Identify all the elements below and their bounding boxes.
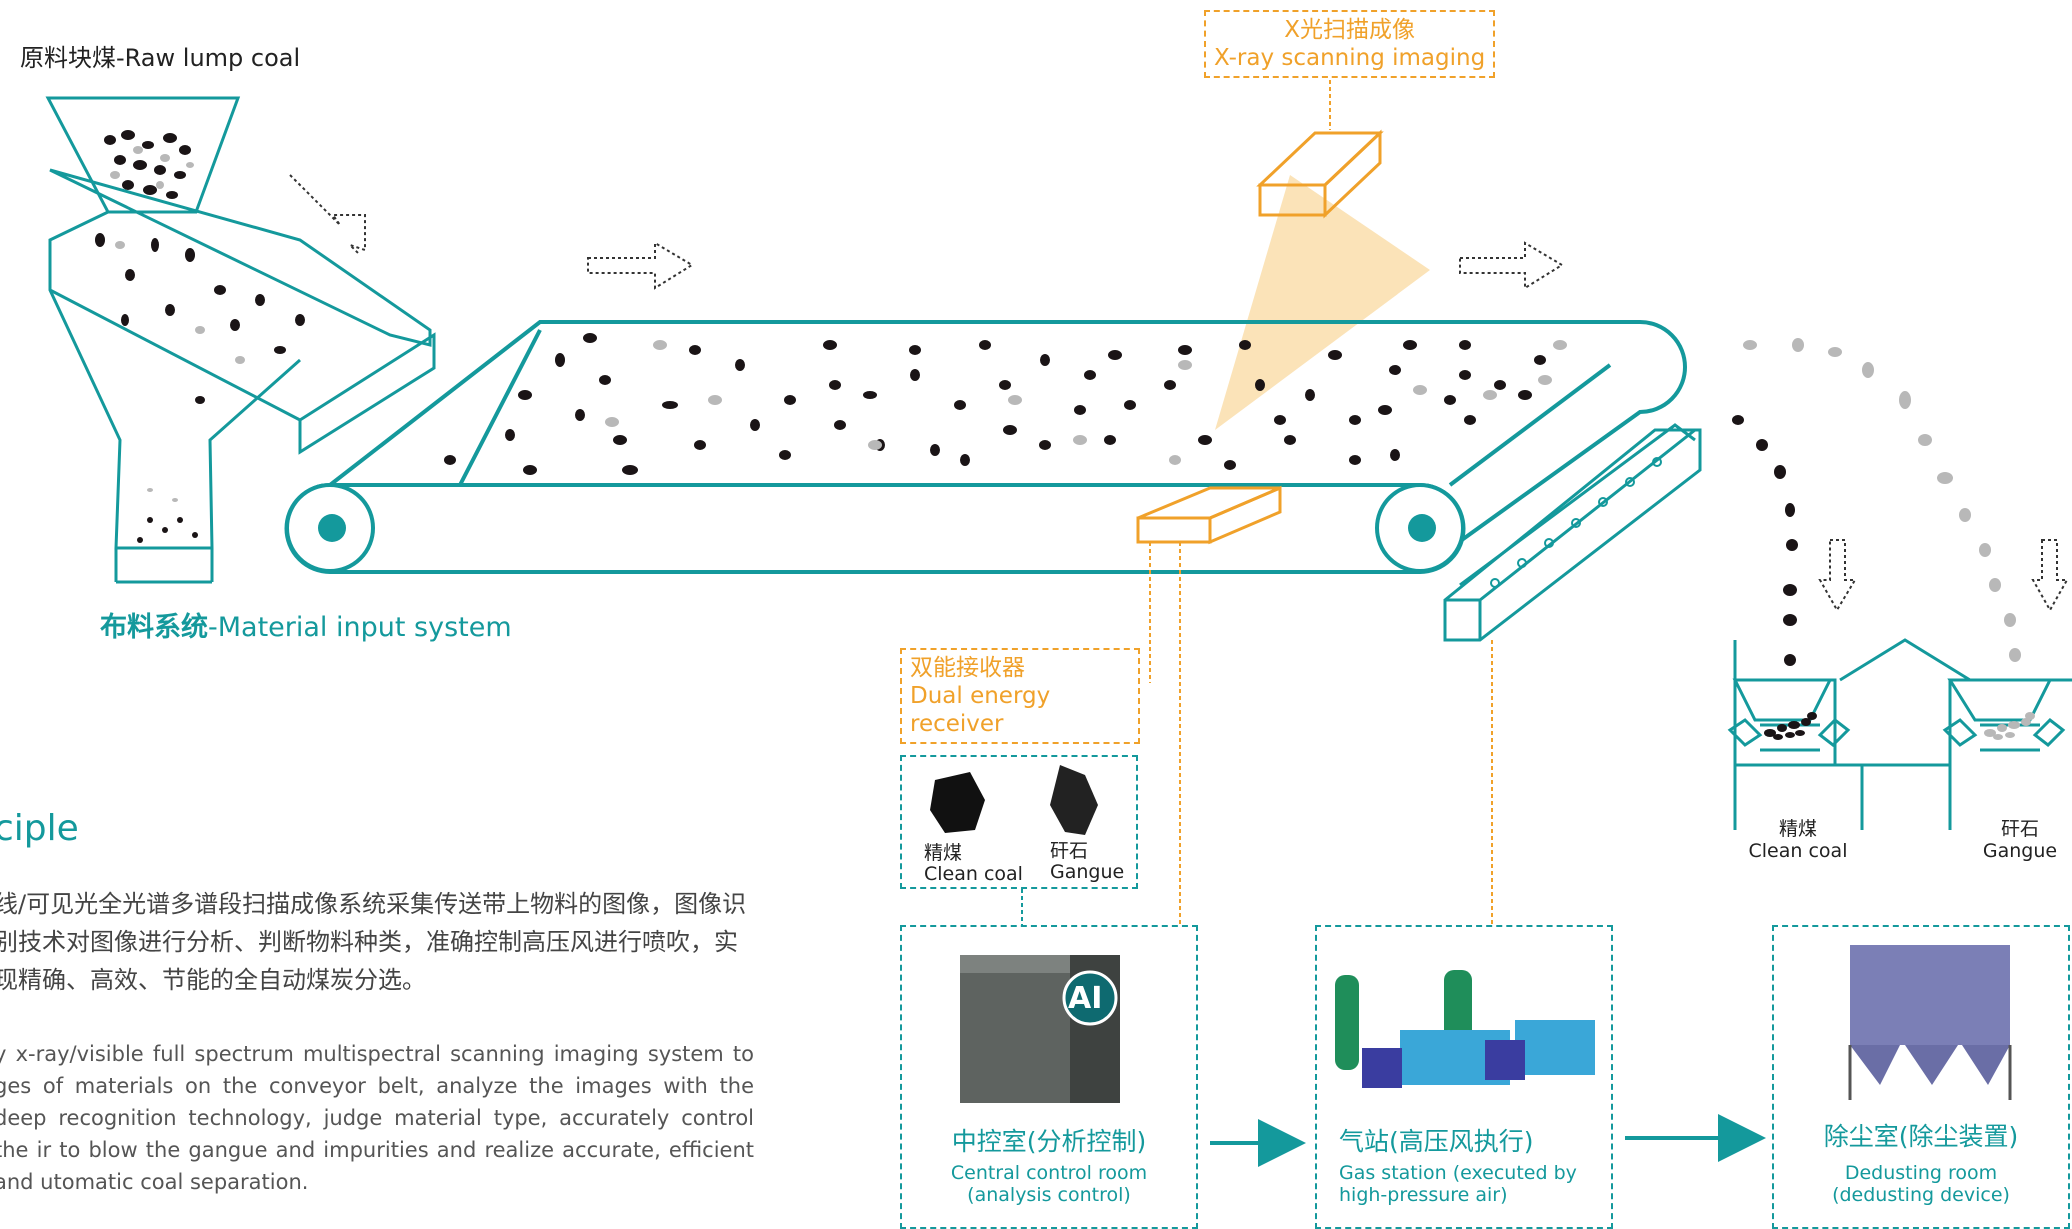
hopper-coal [95,130,305,543]
sample-box: 精煤 Clean coal 矸石 Gangue [900,755,1138,889]
dual-receiver-label-box: 双能接收器 Dual energy receiver [900,648,1140,744]
principle-zh-text: 线/可见光全光谱多谱段扫描成像系统采集传送带上物料的图像，图像识别技术对图像进行… [0,890,747,994]
feeder-hopper [45,96,436,584]
sample-gangue-zh: 矸石 [1050,840,1089,862]
belt-rollers [285,483,1465,573]
control-cabinet-image [960,955,1120,1103]
bin-coal-pile [1764,712,1817,740]
dual-receiver-zh: 双能接收器 [910,655,1025,681]
card-gas-sub-1: Gas station (executed by [1339,1162,1577,1184]
card-gas-title: 气站(高压风执行) [1339,1127,1534,1156]
ai-badge: AI [1068,981,1103,1016]
bin-clean-label: 精煤 Clean coal [1738,818,1858,862]
material-input-label: 布料系统-Material input system [100,605,512,644]
material-input-en: -Material input system [208,612,512,643]
dedusting-image [1848,945,2012,1100]
process-flow-arrows [1210,1114,1766,1167]
xray-source [1256,129,1384,219]
sample-clean-zh: 精煤 [924,842,963,864]
hopper-gangue [110,146,245,502]
card-central-control: AI 中控室(分析控制) Central control room (analy… [900,925,1198,1229]
card-central-title: 中控室(分析控制) [951,1127,1147,1156]
bin-gangue-pile [1984,712,2035,740]
principle-title: ciple [0,808,79,849]
sample-gangue-label: 矸石 Gangue [1050,841,1124,883]
sample-clean-en: Clean coal [924,863,1023,885]
bin-clean-en: Clean coal [1748,840,1848,862]
card-dedusting: 除尘室(除尘装置) Dedusting room (dedusting devi… [1772,925,2070,1229]
card-central-sub-1: Central control room [950,1162,1148,1184]
dual-receiver-en: Dual energy receiver [910,683,1051,737]
card-dedusting-sub-2: (dedusting device) [1832,1184,2010,1206]
air-nozzle-bar [1443,423,1702,642]
xray-beam [1215,175,1430,430]
receiver-plate [1136,485,1282,545]
belt-coal [444,333,1546,475]
bin-gangue-en: Gangue [1982,840,2058,862]
gas-station-image [1335,970,1595,1088]
bin-gangue-label: 矸石 Gangue [1960,818,2072,862]
signal-lines [1149,80,1493,925]
card-gas-sub-2: high-pressure air) [1339,1184,1508,1206]
gangue-trajectory [1743,338,2021,662]
clean-coal-trajectory [1732,415,1798,666]
sample-coal-image [930,772,985,833]
sample-gangue-image [1050,765,1098,835]
conveyor-belt [284,320,1687,574]
sample-gangue-en: Gangue [1050,861,1125,883]
card-gas-station: 气站(高压风执行) Gas station (executed by high-… [1315,925,1613,1229]
xray-label-box: X光扫描成像 X-ray scanning imaging [1204,10,1496,78]
card-dedusting-sub-1: Dedusting room [1844,1162,1998,1184]
bin-clean-zh: 精煤 [1778,818,1817,840]
xray-label-en: X-ray scanning imaging [1214,45,1486,71]
xray-label-zh: X光扫描成像 [1284,17,1415,43]
principle-en-text: y x-ray/visible full spectrum multispect… [0,1042,754,1194]
card-dedusting-title: 除尘室(除尘装置) [1823,1122,2019,1151]
raw-coal-label: 原料块煤-Raw lump coal [20,44,301,72]
air-nozzles [1490,457,1662,588]
material-input-zh: 布料系统 [100,612,208,643]
flow-arrows-dotted [289,174,2069,613]
bin-gangue-zh: 矸石 [2000,818,2039,840]
card-central-sub-2: (analysis control) [967,1184,1131,1206]
belt-gangue [605,340,1567,465]
sample-clean-label: 精煤 Clean coal [924,843,1023,885]
